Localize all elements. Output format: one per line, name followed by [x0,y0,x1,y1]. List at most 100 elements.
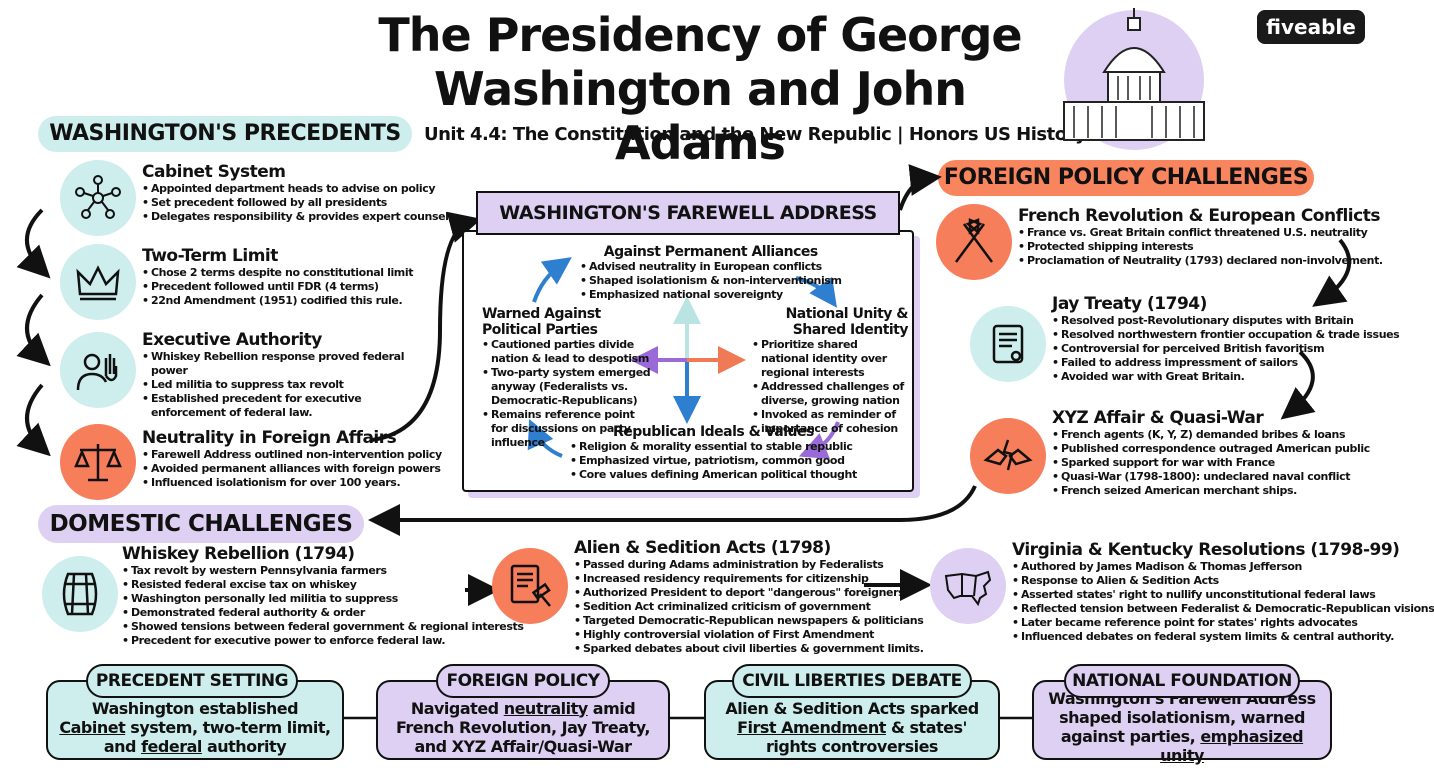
precedent-bullet: Established precedent for executive enfo… [142,392,412,420]
page-title: The Presidency of George Washington and … [360,8,1040,170]
farewell-alliances: Against Permanent Alliances Advised neut… [580,244,842,302]
farewell-bullet: Shaped isolationism & non-interventionis… [580,274,842,288]
foreign-bullet: Published correspondence outraged Americ… [1052,442,1370,456]
farewell-parties: Warned Against Political Parties Caution… [482,306,652,450]
precedent-title: Two-Term Limit [142,246,278,266]
domestic-bullet: Targeted Democratic-Republican newspaper… [574,614,924,628]
foreign-bullet: France vs. Great Britain conflict threat… [1018,226,1383,240]
title-line-2: Washington and John Adams [433,62,967,170]
cabinet-network-icon [60,160,136,236]
foreign-bullet: Quasi-War (1798-1800): undeclared naval … [1052,470,1370,484]
domestic-bullet: Response to Alien & Sedition Acts [1012,574,1434,588]
foreign-bullet: Proclamation of Neutrality (1793) declar… [1018,254,1383,268]
farewell-bullet: Two-party system emerged anyway (Federal… [482,366,652,408]
precedent-executive: Executive Authority Whiskey Rebellion re… [142,330,412,420]
foreign-title: French Revolution & European Conflicts [1018,206,1380,226]
section-domestic-challenges: DOMESTIC CHALLENGES [38,505,364,543]
domestic-bullet: Sparked debates about civil liberties & … [574,642,924,656]
precedent-bullet: Delegates responsibility & provides expe… [142,210,453,224]
precedent-title: Cabinet System [142,162,286,182]
summary-connector [320,716,1040,720]
farewell-unity: National Unity & Shared Identity Priorit… [752,306,909,436]
foreign-title: XYZ Affair & Quasi-War [1052,408,1264,428]
title-line-1: The Presidency of George [378,8,1022,62]
domestic-bullet: Later became reference point for states'… [1012,616,1434,630]
domestic-virginia-kentucky: Virginia & Kentucky Resolutions (1798-99… [1012,540,1434,644]
farewell-unity-title: National Unity & Shared Identity [785,306,909,338]
farewell-bullet: Addressed challenges of diverse, growing… [752,380,908,408]
raised-hand-person-icon [60,332,136,408]
farewell-bullet: Invoked as reminder of importance of coh… [752,408,908,436]
farewell-bullet: Emphasized virtue, patriotism, common go… [570,454,857,468]
broken-handshake-icon [970,418,1046,494]
foreign-jay-treaty: Jay Treaty (1794) Resolved post-Revoluti… [1052,294,1400,384]
farewell-bullet: Advised neutrality in European conflicts [580,260,842,274]
domestic-bullet: Precedent for executive power to enforce… [122,634,524,648]
foreign-title: Jay Treaty (1794) [1052,294,1207,314]
farewell-ideals: Republican Ideals & Values Religion & mo… [570,424,857,482]
precedent-cabinet: Cabinet System Appointed department head… [142,162,453,224]
precedent-bullet: Led militia to suppress tax revolt [142,378,412,392]
farewell-bullet: Emphasized national sovereignty [580,288,842,302]
foreign-xyz-affair: XYZ Affair & Quasi-War French agents (K,… [1052,408,1370,498]
farewell-bullet: Religion & morality essential to stable … [570,440,857,454]
domestic-bullet: Highly controversial violation of First … [574,628,923,642]
scales-icon [60,424,136,500]
domestic-bullet: Passed during Adams administration by Fe… [574,558,923,572]
foreign-bullet: French agents (K, Y, Z) demanded bribes … [1052,428,1370,442]
us-map-icon [930,548,1006,624]
summary-card-precedent: Washington established Cabinet system, t… [46,680,344,760]
summary-label-national-foundation: NATIONAL FOUNDATION [1064,664,1300,698]
farewell-bullet: Remains reference point for discussions … [482,408,652,450]
treaty-scroll-icon [970,306,1046,382]
domestic-bullet: Asserted states' right to nullify uncons… [1012,588,1434,602]
domestic-bullet: Authorized President to deport "dangerou… [574,586,923,600]
domestic-bullet: Reflected tension between Federalist & D… [1012,602,1434,616]
gavel-document-icon [492,548,568,624]
foreign-bullet: Sparked support for war with France [1052,456,1370,470]
summary-label-civil-liberties: CIVIL LIBERTIES DEBATE [732,664,972,698]
page-subtitle: Unit 4.4: The Constitution and the New R… [424,124,1087,145]
domestic-bullet: Influenced debates on federal system lim… [1012,630,1434,644]
farewell-ideals-title: Republican Ideals & Values [612,424,814,440]
precedent-bullet: Appointed department heads to advise on … [142,182,452,196]
precedent-bullet: Chose 2 terms despite no constitutional … [142,266,414,280]
precedent-bullet: Avoided permanent alliances with foreign… [142,462,442,476]
foreign-bullet: Protected shipping interests [1018,240,1383,254]
precedent-neutrality: Neutrality in Foreign Affairs Farewell A… [142,428,442,490]
foreign-bullet: Avoided war with Great Britain. [1052,370,1399,384]
domestic-bullet: Increased residency requirements for cit… [574,572,923,586]
precedent-bullet: Set precedent followed by all presidents [142,196,452,210]
precedent-bullet: Precedent followed until FDR (4 terms) [142,280,413,294]
domestic-alien-sedition: Alien & Sedition Acts (1798) Passed duri… [574,538,924,656]
foreign-bullet: French seized American merchant ships. [1052,484,1370,498]
foreign-french-revolution: French Revolution & European Conflicts F… [1018,206,1383,268]
domestic-title: Virginia & Kentucky Resolutions (1798-99… [1012,540,1400,560]
farewell-bullet: Core values defining American political … [570,468,857,482]
farewell-address-title: WASHINGTON'S FAREWELL ADDRESS [476,191,900,235]
precedent-bullet: Whiskey Rebellion response proved federa… [142,350,412,378]
precedent-bullet: Farewell Address outlined non-interventi… [142,448,442,462]
foreign-bullet: Controversial for perceived British favo… [1052,342,1399,356]
precedent-bullet: Influenced isolationism for over 100 yea… [142,476,442,490]
summary-label-precedent: PRECEDENT SETTING [86,664,298,698]
foreign-bullet: Resolved post-Revolutionary disputes wit… [1052,314,1399,328]
fiveable-logo[interactable]: fiveable [1257,10,1365,44]
precedent-bullet: 22nd Amendment (1951) codified this rule… [142,294,413,308]
capitol-icon [1054,2,1214,152]
domestic-bullet: Demonstrated federal authority & order [122,606,524,620]
domestic-title: Whiskey Rebellion (1794) [122,544,355,564]
farewell-parties-title: Warned Against Political Parties [482,306,601,338]
summary-label-foreign: FOREIGN POLICY [436,664,610,698]
domestic-bullet: Showed tensions between federal governme… [122,620,524,634]
farewell-bullet: Prioritize shared national identity over… [752,338,908,380]
precedent-title: Neutrality in Foreign Affairs [142,428,397,448]
domestic-whiskey-rebellion: Whiskey Rebellion (1794) Tax revolt by w… [122,544,524,648]
farewell-alliances-title: Against Permanent Alliances [603,244,818,260]
domestic-bullet: Washington personally led militia to sup… [122,592,524,606]
domestic-bullet: Authored by James Madison & Thomas Jeffe… [1012,560,1434,574]
precedent-two-term: Two-Term Limit Chose 2 terms despite no … [142,246,414,308]
domestic-bullet: Tax revolt by western Pennsylvania farme… [122,564,524,578]
section-foreign-policy: FOREIGN POLICY CHALLENGES [938,160,1314,196]
precedent-title: Executive Authority [142,330,322,350]
